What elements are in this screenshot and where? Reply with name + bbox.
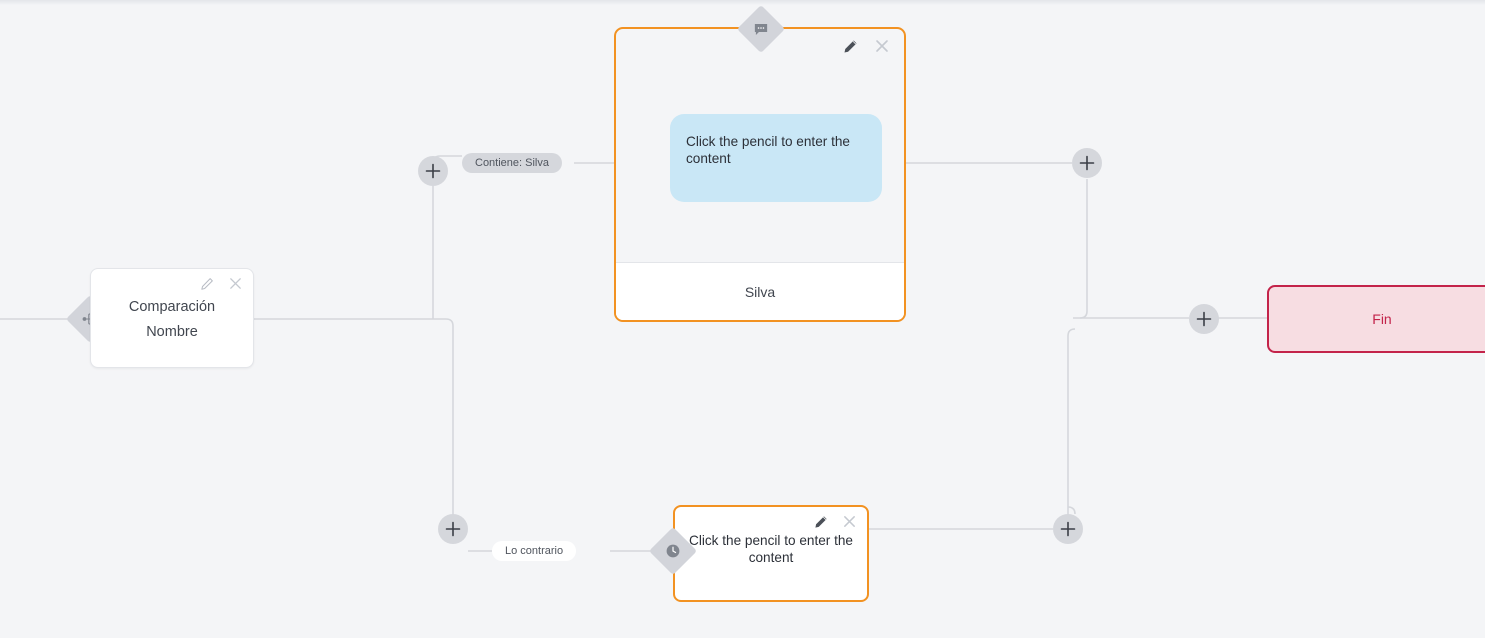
delay-node-text: Click the pencil to enter the content (689, 533, 853, 565)
close-icon[interactable] (842, 514, 857, 529)
add-step-before-end-button[interactable] (1189, 304, 1219, 334)
edge-label-branch-false: Lo contrario (492, 541, 577, 561)
message-node-footer: Silva (616, 262, 904, 320)
add-step-bottom-left-button[interactable] (438, 514, 468, 544)
edge-label-branch-true: Contiene: Silva (462, 153, 562, 173)
comparison-node[interactable]: Comparación Nombre (90, 268, 254, 368)
add-step-bottom-right-button[interactable] (1053, 514, 1083, 544)
comparison-node-tools (200, 276, 243, 291)
delay-node[interactable]: Click the pencil to enter the content (673, 505, 869, 602)
add-step-top-left-button[interactable] (418, 156, 448, 186)
comparison-node-title: Comparación (128, 299, 216, 315)
end-node[interactable]: Fin (1267, 285, 1485, 353)
message-node-icon-diamond (736, 4, 786, 54)
clock-icon (664, 542, 682, 560)
close-icon[interactable] (228, 276, 243, 291)
close-icon[interactable] (874, 38, 890, 54)
message-node-tools (843, 38, 890, 54)
toolbar-edge-strip (0, 0, 1485, 5)
delay-node-tools (814, 514, 857, 529)
pencil-icon[interactable] (814, 515, 828, 529)
comparison-node-subtitle: Nombre (146, 324, 198, 340)
message-bubble: Click the pencil to enter the content (670, 114, 882, 202)
message-node[interactable]: Click the pencil to enter the content Si… (614, 27, 906, 322)
add-step-top-right-button[interactable] (1072, 148, 1102, 178)
chat-bubble-icon (753, 21, 770, 38)
delay-node-icon-diamond (648, 526, 698, 576)
pencil-icon[interactable] (843, 39, 858, 54)
pencil-icon[interactable] (200, 277, 214, 291)
